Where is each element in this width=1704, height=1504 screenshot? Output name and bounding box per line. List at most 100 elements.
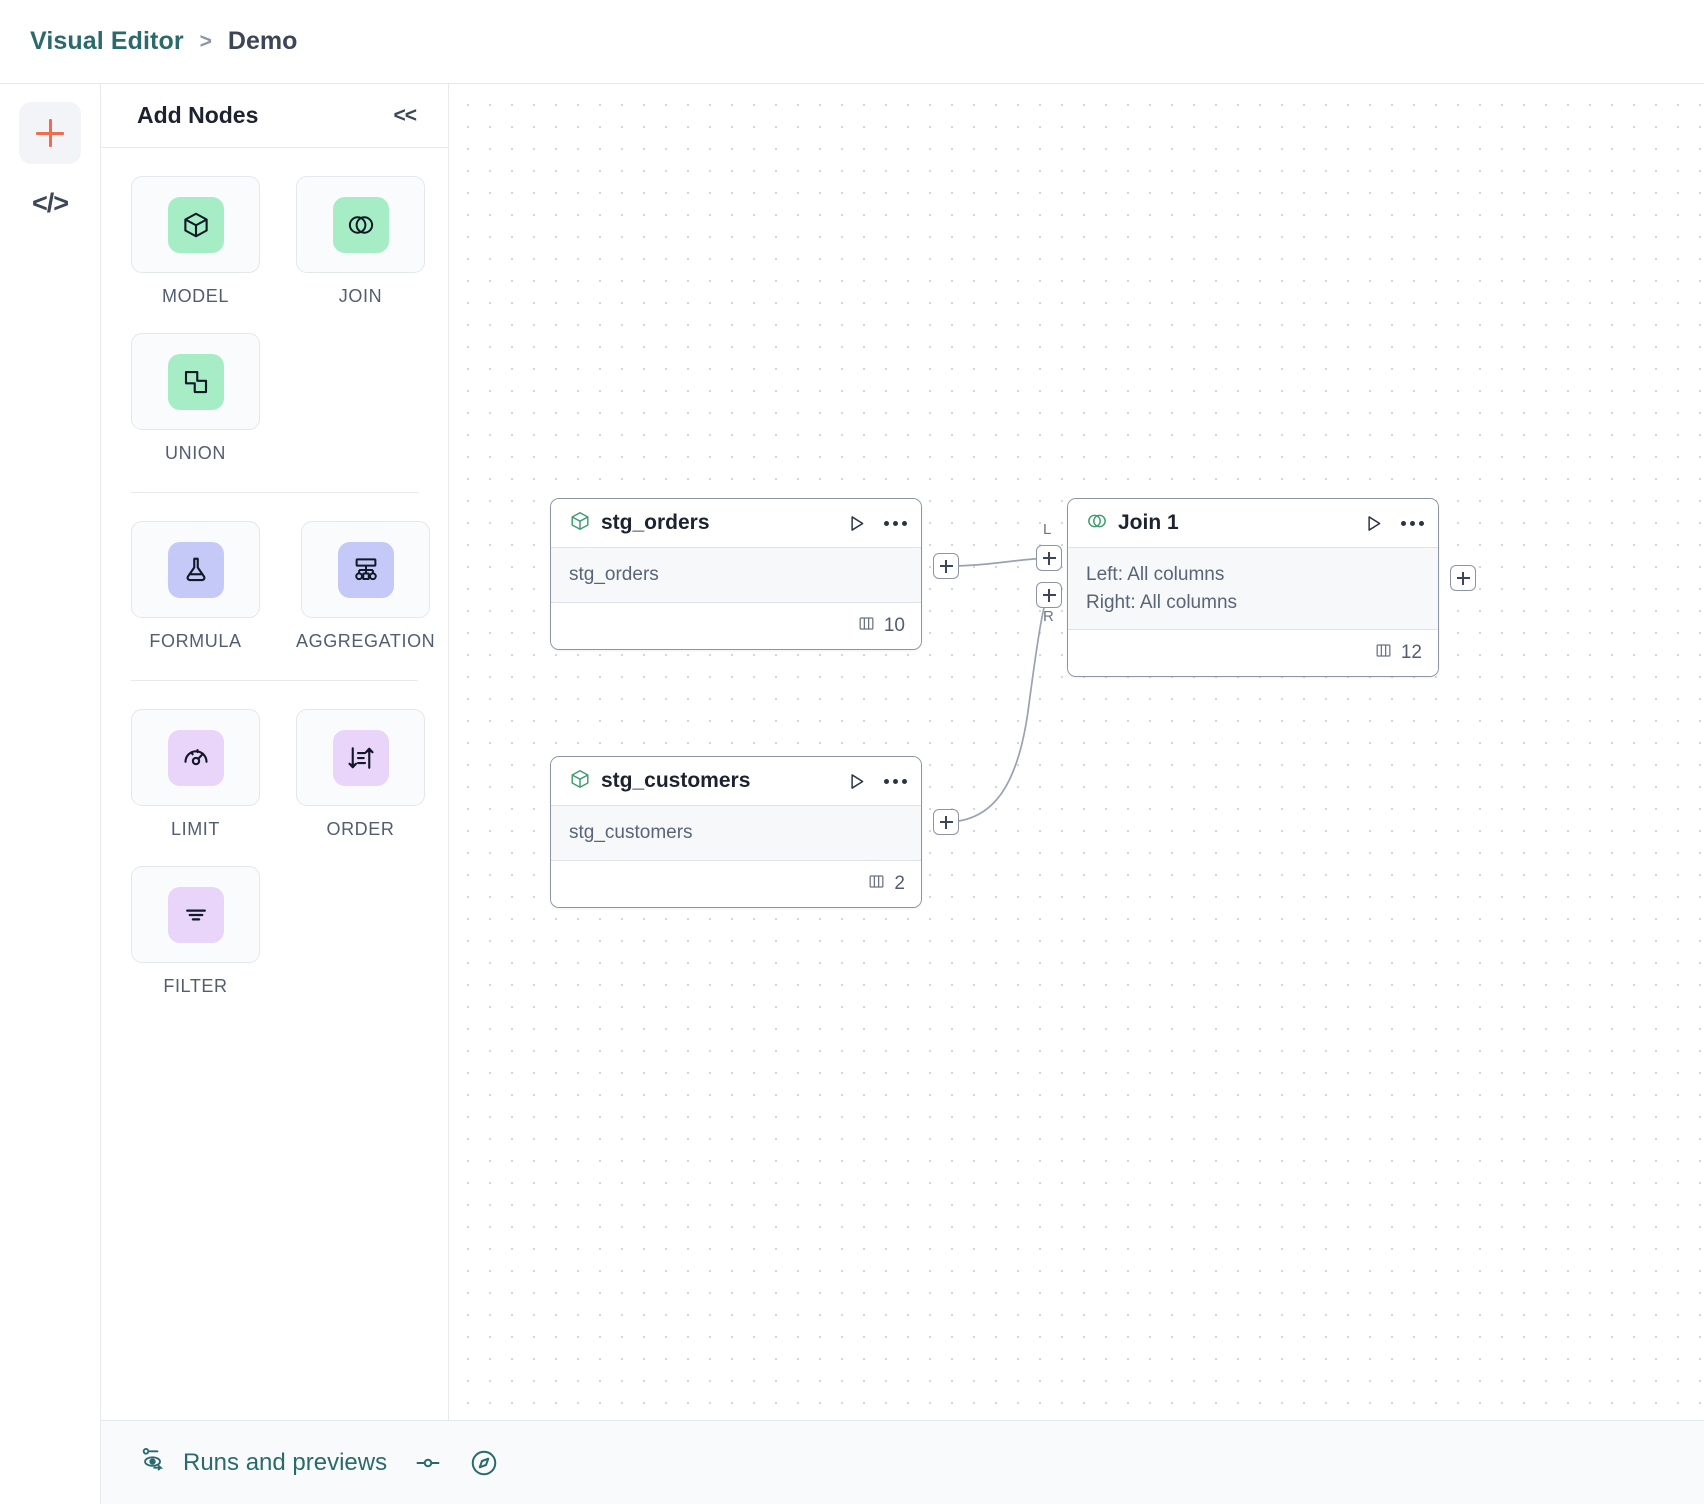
palette-label-formula: FORMULA [149, 631, 242, 651]
panel-title: Add Nodes [137, 102, 259, 128]
panel-divider-2 [131, 680, 418, 681]
bottom-toolbar: Runs and previews [101, 1420, 1704, 1504]
runs-and-previews-label: Runs and previews [183, 1448, 388, 1476]
flow-node-header: stg_orders [551, 499, 921, 547]
flow-node-header: stg_customers [551, 757, 921, 805]
add-node-rail-button[interactable] [19, 102, 81, 164]
palette-tile-model[interactable] [131, 176, 260, 273]
palette-label-model: MODEL [161, 286, 229, 306]
flow-node-stg-orders[interactable]: stg_orders stg_orders [550, 498, 922, 650]
plus-icon [36, 119, 64, 147]
join-right-input-handle[interactable] [1036, 582, 1062, 608]
add-nodes-panel: Add Nodes << [101, 84, 449, 1504]
ellipsis-icon[interactable] [884, 775, 907, 788]
flow-node-source-label: stg_orders [569, 564, 659, 585]
flow-node-join-1[interactable]: Join 1 Left: All columns Right: All colu… [1067, 498, 1439, 678]
palette-tile-join[interactable] [296, 176, 425, 273]
flow-node-body: stg_orders [551, 547, 921, 603]
ellipsis-icon[interactable] [884, 517, 907, 530]
flow-run-icon [139, 1445, 167, 1480]
palette-tile-limit[interactable] [131, 709, 260, 806]
cube-icon [569, 510, 591, 537]
panel-divider-1 [131, 492, 418, 493]
palette-item-join[interactable]: JOIN [296, 176, 425, 307]
palette-tile-order[interactable] [296, 709, 425, 806]
collapse-panel-button[interactable]: << [393, 103, 417, 127]
columns-icon [867, 872, 886, 896]
play-icon[interactable] [846, 771, 867, 792]
app-shell: </> Add Nodes << [0, 84, 1704, 1504]
palette-item-formula[interactable]: FORMULA [131, 521, 260, 652]
flow-node-header: Join 1 [1068, 499, 1438, 547]
breadcrumb-root[interactable]: Visual Editor [30, 27, 184, 55]
palette-label-limit: LIMIT [170, 819, 220, 839]
gauge-icon [167, 729, 224, 786]
union-shape-icon [167, 353, 224, 410]
join-right-columns: Right: All columns [1086, 591, 1238, 613]
palette-tile-formula[interactable] [131, 521, 260, 618]
column-count: 12 [1400, 642, 1422, 664]
columns-icon [857, 614, 876, 638]
flow-node-title: Join 1 [1118, 511, 1179, 534]
flow-node-footer: 10 [551, 602, 921, 649]
node-group-sources: MODEL JOIN [101, 176, 448, 492]
compass-icon[interactable] [469, 1448, 499, 1478]
node-group-refine: LIMIT ORDER [101, 709, 448, 1025]
flow-node-source-label: stg_customers [569, 822, 693, 843]
flow-node-stg-customers[interactable]: stg_customers stg_customers [550, 756, 922, 908]
breadcrumb-current: Demo [227, 27, 298, 55]
flow-node-title: stg_customers [601, 769, 751, 792]
play-icon[interactable] [1363, 513, 1384, 534]
join-left-columns: Left: All columns [1086, 564, 1225, 585]
flow-node-body: Left: All columns Right: All columns [1068, 547, 1438, 631]
venn-circles-icon [1086, 510, 1108, 537]
palette-tile-union[interactable] [131, 333, 260, 430]
cube-icon [167, 196, 224, 253]
palette-label-filter: FILTER [163, 976, 228, 996]
hierarchy-icon [337, 541, 394, 598]
output-handle-stg-customers[interactable] [933, 809, 959, 835]
flow-node-footer: 2 [551, 860, 921, 907]
panel-header: Add Nodes << [101, 84, 448, 148]
node-group-transform: FORMULA AGGREGATIO [101, 521, 448, 680]
join-left-input-tag: L [1043, 521, 1052, 538]
palette-item-aggregation[interactable]: AGGREGATION [296, 521, 435, 652]
flask-icon [167, 541, 224, 598]
breadcrumb-separator: > [199, 29, 212, 53]
flow-node-title: stg_orders [601, 511, 710, 534]
palette-label-aggregation: AGGREGATION [296, 631, 436, 651]
palette-label-order: ORDER [326, 819, 395, 839]
palette-item-filter[interactable]: FILTER [131, 866, 260, 997]
sort-arrows-icon [332, 729, 389, 786]
app-header: Visual Editor > Demo [0, 0, 1704, 84]
slider-toggle-icon[interactable] [413, 1448, 443, 1478]
flow-node-footer: 12 [1068, 630, 1438, 677]
code-view-rail-button[interactable]: </> [19, 172, 81, 234]
play-icon[interactable] [846, 513, 867, 534]
palette-tile-filter[interactable] [131, 866, 260, 963]
icon-rail: </> [0, 84, 101, 1504]
ellipsis-icon[interactable] [1401, 517, 1424, 530]
flow-canvas-wrapper[interactable]: stg_orders stg_orders [449, 84, 1704, 1504]
cube-icon [569, 768, 591, 795]
palette-item-model[interactable]: MODEL [131, 176, 260, 307]
join-right-input-tag: R [1043, 608, 1054, 625]
panel-body: MODEL JOIN [101, 148, 448, 1025]
join-left-input-handle[interactable] [1036, 545, 1062, 571]
column-count: 10 [883, 614, 905, 636]
column-count: 2 [894, 872, 905, 894]
palette-item-limit[interactable]: LIMIT [131, 709, 260, 840]
palette-item-union[interactable]: UNION [131, 333, 260, 464]
flow-node-body: stg_customers [551, 805, 921, 861]
palette-tile-aggregation[interactable] [301, 521, 431, 618]
code-icon: </> [31, 187, 69, 218]
palette-label-join: JOIN [338, 286, 383, 306]
palette-item-order[interactable]: ORDER [296, 709, 425, 840]
venn-circles-icon [332, 196, 389, 253]
runs-and-previews-button[interactable]: Runs and previews [139, 1445, 387, 1480]
filter-lines-icon [167, 886, 224, 943]
join-output-handle[interactable] [1450, 565, 1476, 591]
columns-icon [1374, 641, 1393, 665]
palette-label-union: UNION [165, 443, 226, 463]
output-handle-stg-orders[interactable] [933, 553, 959, 579]
